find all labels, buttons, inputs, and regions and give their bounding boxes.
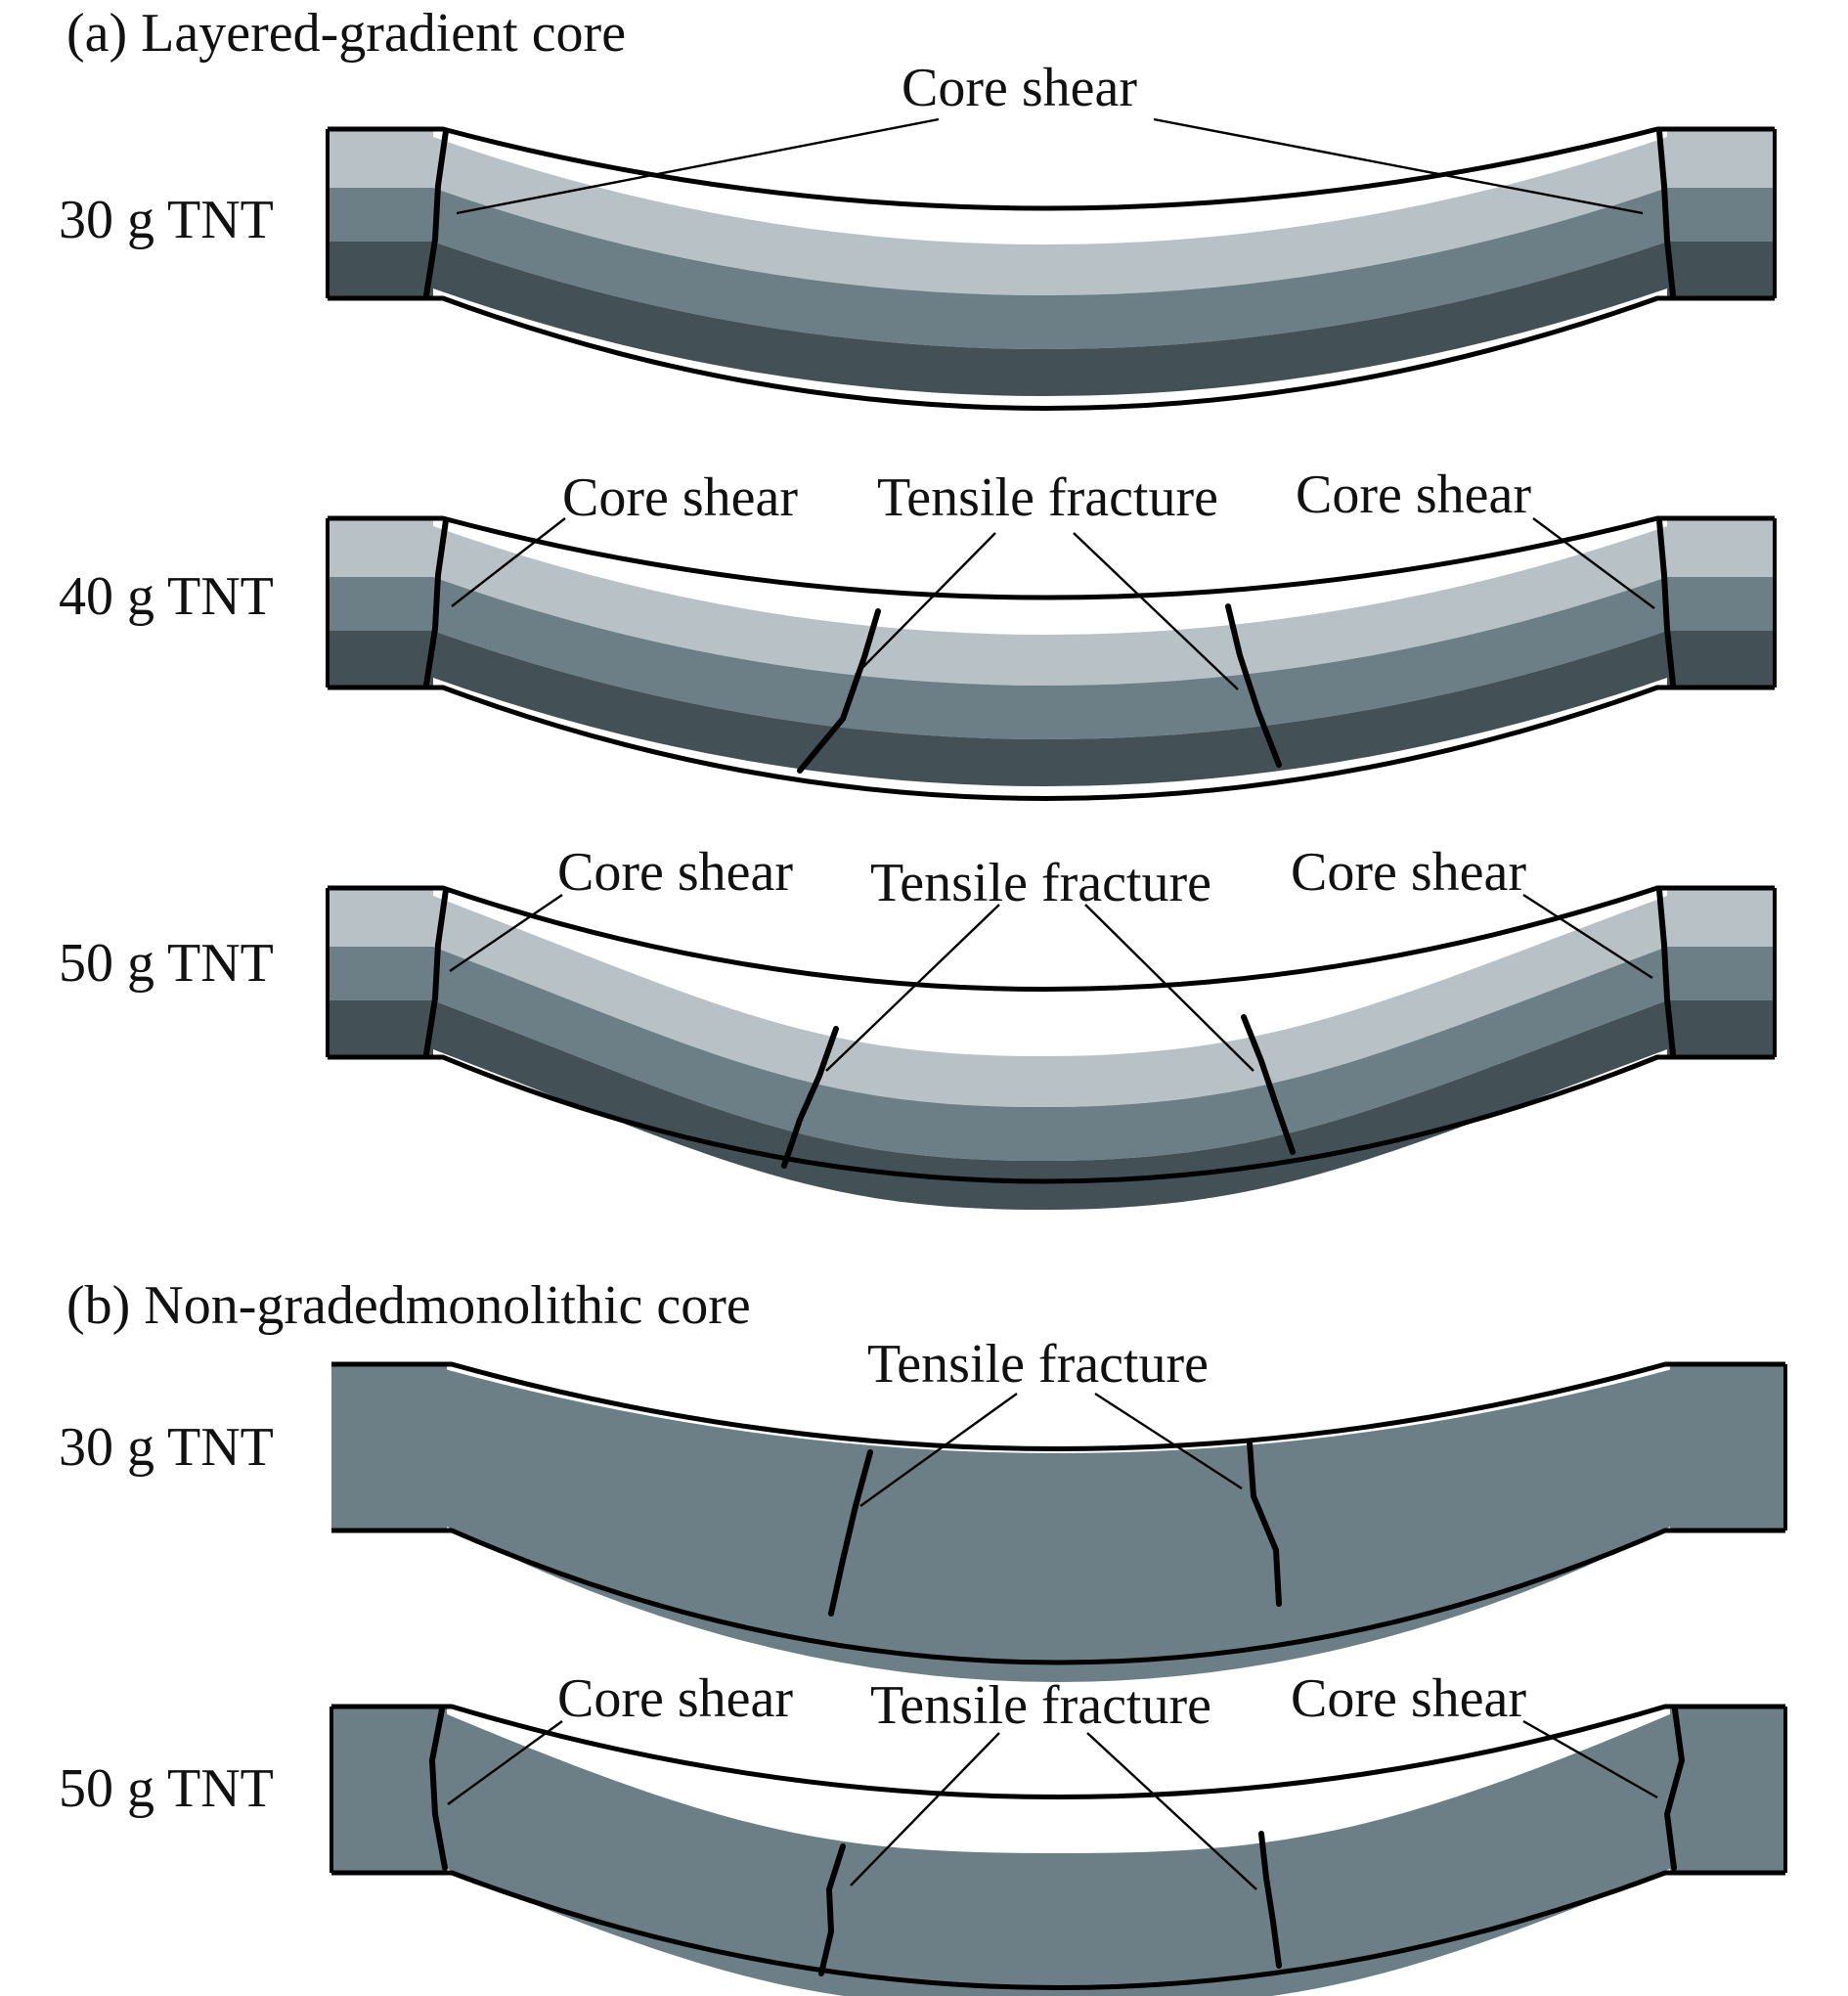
core-shear-crack-right — [1664, 1707, 1685, 1871]
clamp-edges — [330, 1707, 1787, 1873]
panel-b-case-50g: 50 g TNT Core shear Tensile fracture Cor… — [59, 1668, 1787, 1996]
clamp-edges — [326, 129, 1777, 298]
right-clamp-layer-dark — [1667, 1000, 1775, 1057]
annotation-core-shear-right: Core shear — [1291, 1668, 1526, 1729]
tensile-fracture-crack-left — [781, 1026, 839, 1169]
left-clamp-layer-dark — [328, 1000, 433, 1057]
tensile-fracture-crack-right — [1225, 603, 1282, 768]
charge-label: 50 g TNT — [59, 1758, 274, 1819]
right-clamp-core — [1670, 1707, 1785, 1873]
front-face-sheet — [328, 885, 1775, 992]
left-clamp-layer-dark — [328, 631, 433, 688]
panel-b-title: (b) Non-gradedmonolithic core — [66, 1275, 751, 1336]
sandwich-beam-layered — [326, 126, 1777, 411]
right-clamp-layer-mid — [1667, 188, 1775, 242]
front-face-sheet — [328, 515, 1775, 600]
back-face-sheet — [328, 1054, 1775, 1184]
annotation-core-shear-right: Core shear — [1296, 465, 1531, 525]
monolithic-core — [445, 1369, 1672, 1682]
tensile-fracture-crack-left — [797, 608, 881, 774]
sandwich-beam-monolithic — [331, 1361, 1787, 1682]
charge-label: 40 g TNT — [59, 566, 274, 627]
annotation-core-shear-right: Core shear — [1291, 842, 1526, 903]
annotation-core-shear: Core shear — [902, 58, 1137, 118]
back-face-sheet — [331, 1528, 1785, 1665]
tensile-fracture-crack-right — [1241, 1014, 1296, 1155]
left-clamp-layer-mid — [328, 577, 433, 631]
right-clamp-layer-dark — [1667, 631, 1775, 688]
right-clamp-layer-light — [1667, 518, 1775, 577]
left-clamp-layer-mid — [328, 188, 433, 242]
left-clamp-layer-dark — [328, 242, 433, 298]
annotation-core-shear-left: Core shear — [557, 842, 793, 903]
core-layer-dark — [433, 242, 1667, 396]
core-shear-crack-right — [1656, 517, 1676, 688]
panel-a-case-40g: 40 g TNT Core shear Tensile fracture Cor… — [59, 465, 1777, 801]
right-clamp-layer-mid — [1667, 947, 1775, 1000]
charge-label: 30 g TNT — [59, 190, 274, 250]
core-layer-light — [433, 526, 1667, 686]
core-shear-crack-right — [1656, 887, 1676, 1057]
leader-lines — [451, 517, 1655, 690]
clamp-edges — [326, 888, 1777, 1057]
leader-lines — [449, 893, 1653, 1072]
back-face-sheet — [328, 295, 1775, 411]
sandwich-beam-layered — [326, 515, 1777, 801]
core-shear-crack-left — [423, 887, 449, 1057]
core-layer-mid — [433, 947, 1667, 1161]
leader-lines — [456, 117, 1644, 215]
tensile-fracture-crack-left — [828, 1449, 873, 1617]
tensile-fracture-crack-right — [1258, 1831, 1282, 1969]
left-clamp-core — [331, 1364, 447, 1530]
core-shear-crack-left — [423, 517, 449, 688]
annotation-core-shear-left: Core shear — [557, 1668, 793, 1729]
charge-label: 30 g TNT — [59, 1417, 274, 1478]
core-layer-light — [433, 137, 1667, 295]
monolithic-core — [445, 1713, 1672, 1996]
annotation-core-shear-left: Core shear — [562, 467, 798, 528]
tensile-fracture-crack-right — [1247, 1440, 1282, 1607]
right-clamp-layer-light — [1667, 129, 1775, 188]
left-clamp-core — [331, 1707, 447, 1873]
sandwich-beam-monolithic — [330, 1704, 1787, 1996]
left-clamp-layer-light — [328, 129, 433, 188]
right-clamp-core — [1670, 1364, 1785, 1530]
annotation-tensile-fracture: Tensile fracture — [870, 1675, 1211, 1736]
left-clamp-layer-mid — [328, 947, 433, 1000]
panel-a-case-50g: 50 g TNT Core shear Tensile fracture Cor… — [59, 842, 1777, 1210]
front-face-sheet — [328, 126, 1775, 211]
panel-a-title: (a) Layered-gradient core — [66, 3, 626, 64]
sandwich-beam-layered — [326, 885, 1777, 1210]
charge-label: 50 g TNT — [59, 933, 274, 994]
leader-lines — [447, 1719, 1658, 1890]
right-clamp-layer-mid — [1667, 577, 1775, 631]
core-layer-mid — [433, 188, 1667, 349]
annotation-tensile-fracture: Tensile fracture — [870, 853, 1211, 913]
annotation-tensile-fracture: Tensile fracture — [867, 1334, 1209, 1395]
core-layer-mid — [433, 577, 1667, 739]
clamp-edges — [326, 518, 1777, 688]
front-face-sheet — [331, 1361, 1785, 1451]
front-face-sheet — [331, 1704, 1785, 1799]
core-layer-light — [433, 896, 1667, 1107]
annotation-tensile-fracture: Tensile fracture — [877, 467, 1218, 528]
leader-lines — [859, 1392, 1243, 1507]
tensile-fracture-crack-left — [818, 1843, 846, 1976]
core-layer-dark — [433, 631, 1667, 786]
core-shear-crack-right — [1656, 128, 1676, 298]
right-clamp-layer-light — [1667, 888, 1775, 947]
back-face-sheet — [328, 685, 1775, 801]
right-clamp-layer-dark — [1667, 242, 1775, 298]
panel-a-case-30g: 30 g TNT Core shear — [59, 58, 1777, 411]
core-shear-crack-left — [429, 1707, 448, 1871]
back-face-sheet — [331, 1870, 1785, 1990]
left-clamp-layer-light — [328, 518, 433, 577]
panel-b-case-30g: 30 g TNT Tensile fracture — [59, 1334, 1787, 1682]
core-shear-crack-left — [423, 128, 449, 298]
core-layer-dark — [433, 1000, 1667, 1210]
left-clamp-layer-light — [328, 888, 433, 947]
